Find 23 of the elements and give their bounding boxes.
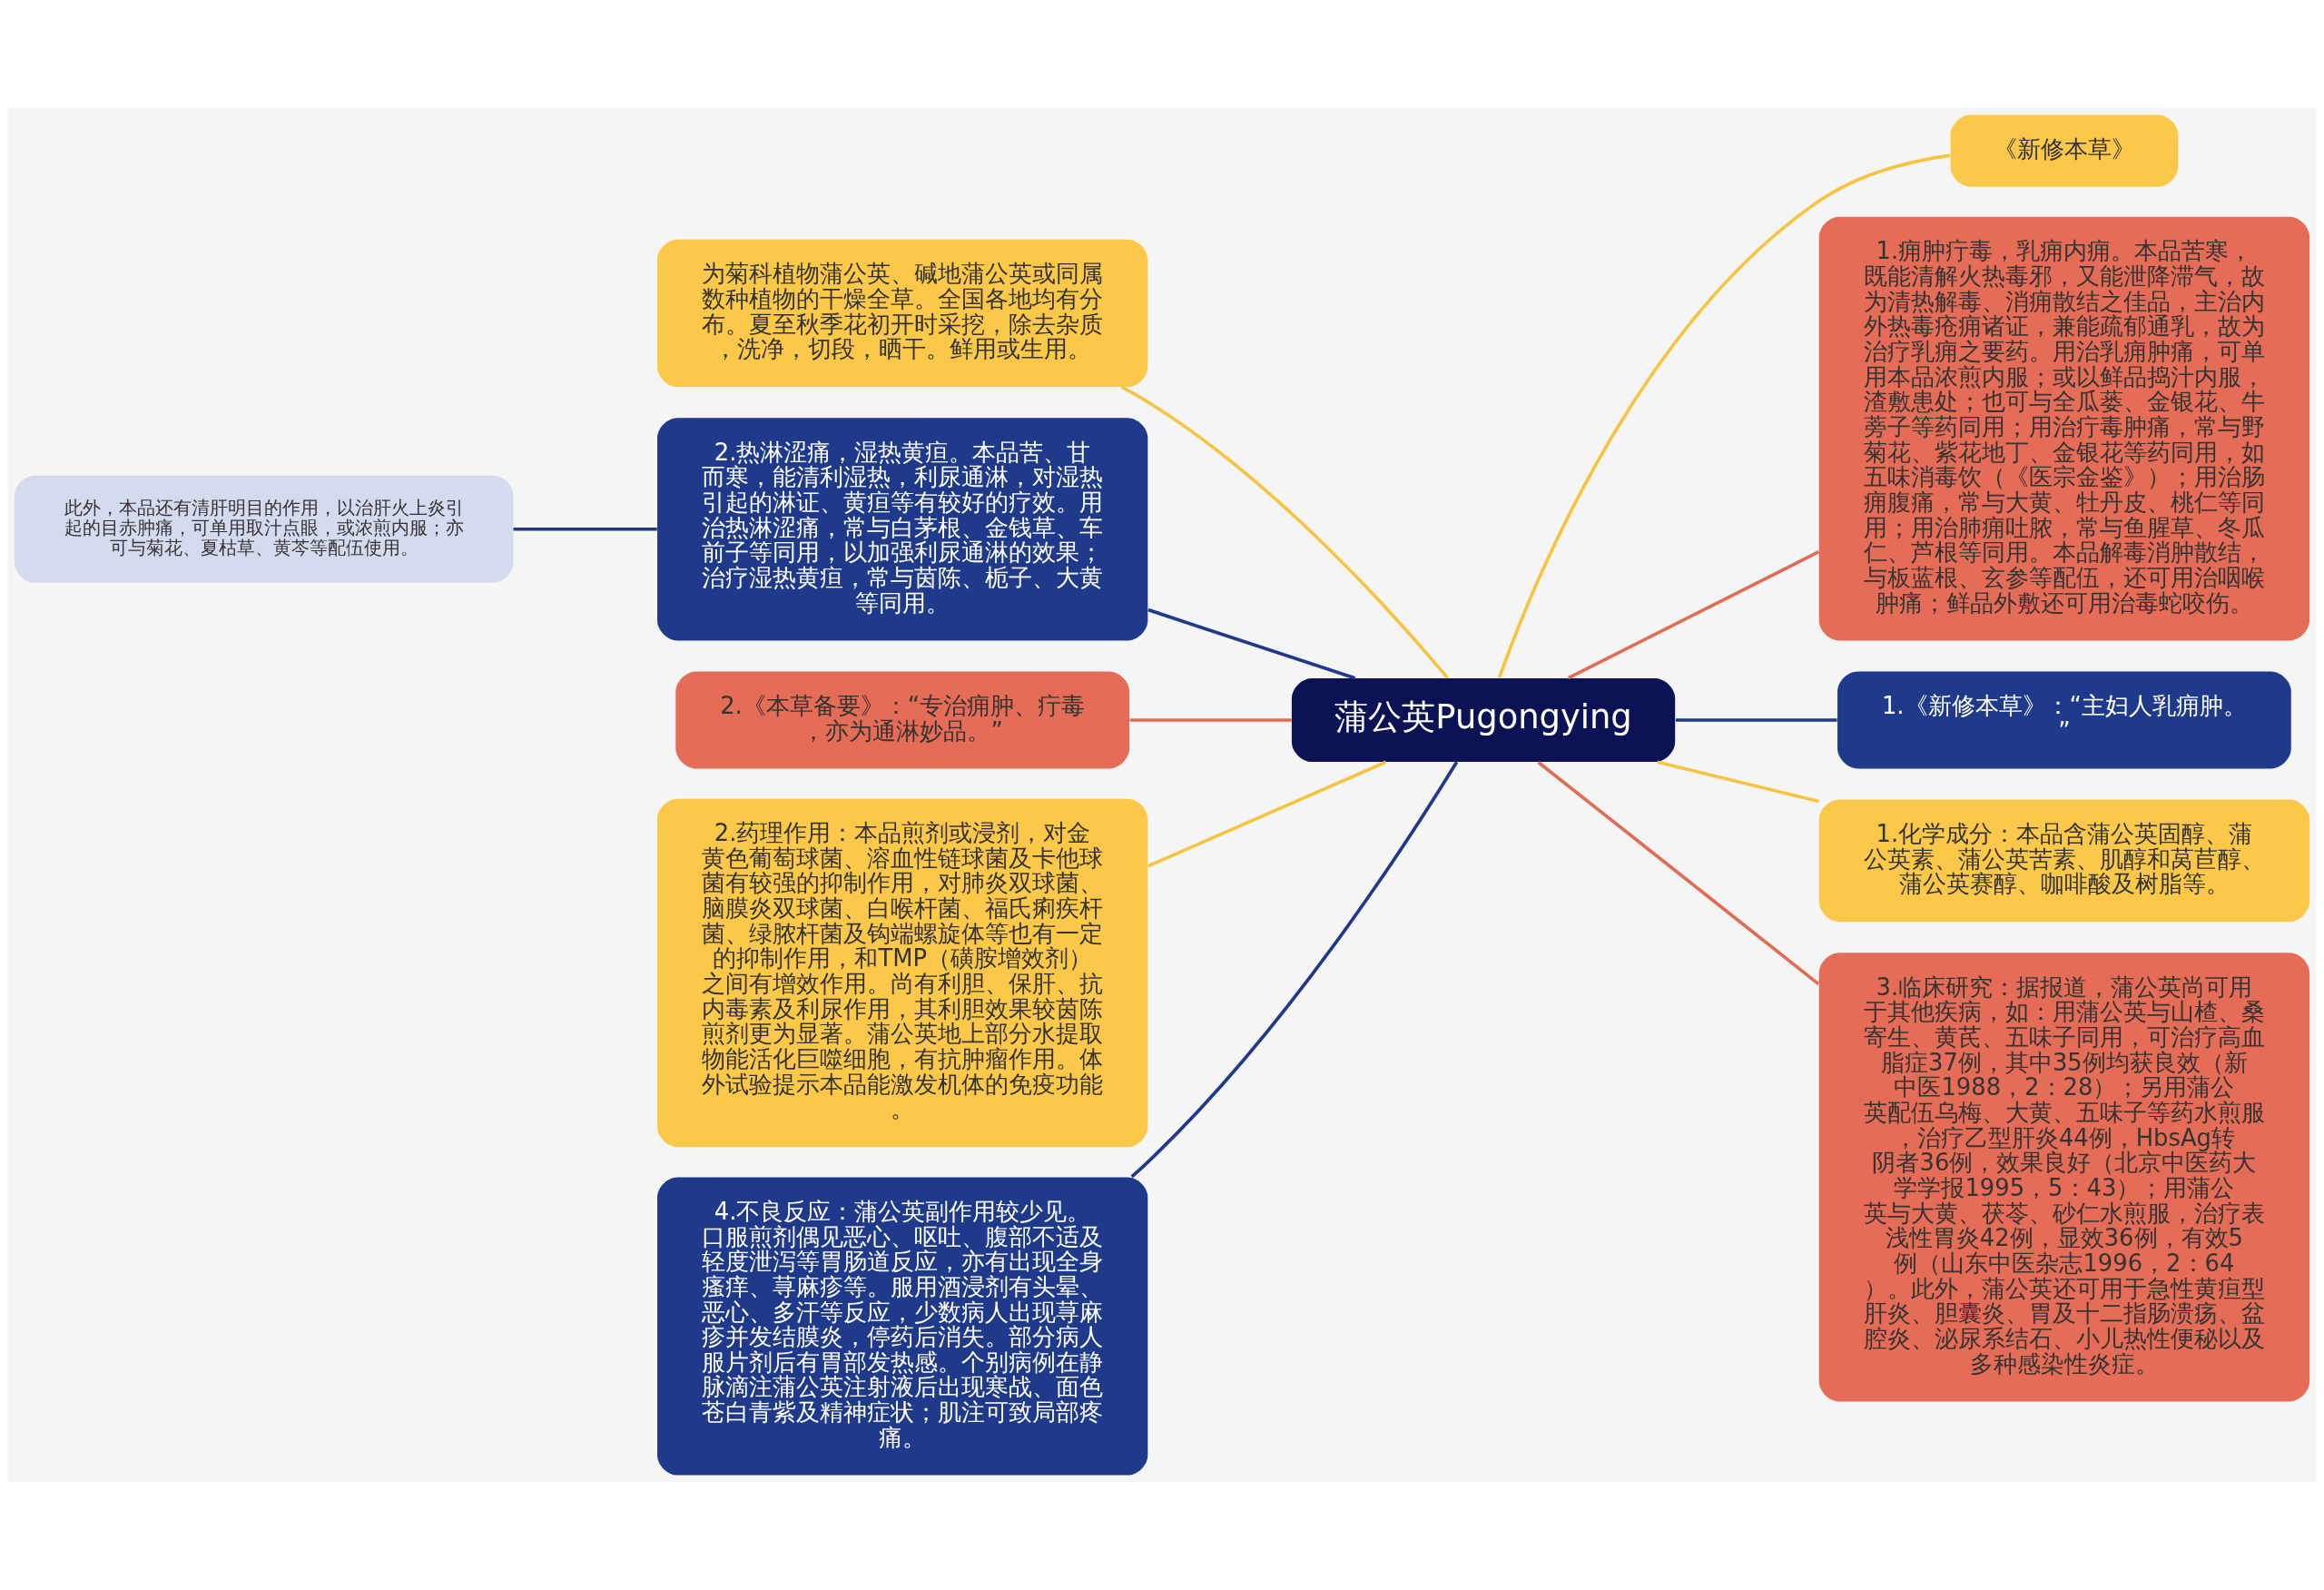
connector xyxy=(1147,760,1387,868)
connector xyxy=(1147,607,1356,680)
node-box: 《新修本草》 xyxy=(1950,114,2179,187)
connector xyxy=(513,527,657,531)
node-box: 2.药理作用：本品煎剂或浸剂，对金黄色葡萄球菌、溶血性链球菌及卡他球菌有较强的抑制作用，对肺炎双球菌、脑膜炎双球菌、白喉杆菌、福氏痢疾杆菌、绿脓杆菌及钩端螺旋体等也有一定的抑制作用，和TMP（磺胺增效剂）之间有增效作用。尚有利胆、保肝、抗内毒素及利尿作用，其利胆效果较茵陈煎剂更为显著。蒲公英地上部分水提取物能活化巨噬细胞，有抗肿瘤作用。体外试验提示本品能激发机体的免疫功能。 xyxy=(657,798,1148,1148)
node-box: 3.临床研究：据报道，蒲公英尚可用于其他疾病，如：用蒲公英与山楂、桑寄生、黄芪、五味子同用，可治疗高血脂症37例，其中35例均获良效（新中医1988，2：28）；另用蒲公英配伍乌梅、大黄、五味子等药水煎服，治疗乙型肝炎44例，HbsAg转阴者36例，效果良好（北京中医药大学学报1995，5：43）；用蒲公英与大黄、茯苓、砂仁水煎服，治疗表浅性胃炎42例，显效36例，有效5例（山东中医杂志1996，2：64）。此外，蒲公英还可用于急性黄疸型肝炎、胆囊炎、胃及十二指肠溃疡、盆腔炎、泌尿系结石、小儿热性便秘以及多种感染性炎症。 xyxy=(1818,953,2310,1402)
connector xyxy=(1497,153,1951,678)
node-box: 蒲公英Pugongying xyxy=(1291,677,1676,763)
node-box: 1.《新修本草》：“主妇人乳痈肿。” xyxy=(1837,671,2291,769)
connector xyxy=(1537,761,1820,986)
connector xyxy=(1130,761,1459,1179)
node-box: 1.痈肿疔毒，乳痈内痈。本品苦寒，既能清解火热毒邪，又能泄降滞气，故为清热解毒、消痈散结之佳品，主治内外热毒疮痈诸证，兼能疏郁通乳，故为治疗乳痈之要药。用治乳痈肿痛，可单用本品浓煎内服；或以鲜品捣汁内服，渣敷患处；也可与全瓜蒌、金银花、牛蒡子等药同用；用治疔毒肿痛，常与野菊花、紫花地丁、金银花等药同用，如五味消毒饮（《医宗金鉴》）；用治肠痈腹痛，常与大黄、牡丹皮、桃仁等同用；用治肺痈吐脓，常与鱼腥草、冬瓜仁、芦根等同用。本品解毒消肿散结，与板蓝根、玄参等配伍，还可用治咽喉肿痛；鲜品外敷还可用治毒蛇咬伤。 xyxy=(1818,216,2310,641)
connector xyxy=(1675,718,1837,722)
node-box: 为菊科植物蒲公英、碱地蒲公英或同属数种植物的干燥全草。全国各地均有分布。夏至秋季花初开时采挖，除去杂质，洗净，切段，晒干。鲜用或生用。 xyxy=(657,239,1148,388)
connector xyxy=(1120,385,1449,679)
connector xyxy=(1129,718,1292,722)
node-box: 4.不良反应：蒲公英副作用较少见。口服煎剂偶见恶心、呕吐、腹部不适及轻度泄泻等胃肠道反应，亦有出现全身瘙痒、荨麻疹等。服用酒浸剂有头晕、恶心、多汗等反应，少数病人出现荨麻疹并发结膜炎，停药后消失。部分病人服片剂后有胃部发热感。个别病例在静脉滴注蒲公英注射液后出现寒战、面色苍白青紫及精神症状；肌注可致局部疼痛。 xyxy=(657,1177,1148,1476)
node-box: 2.热淋涩痛，湿热黄疸。本品苦、甘而寒，能清利湿热，利尿通淋，对湿热引起的淋证、黄疸等有较好的疗效。用治热淋涩痛，常与白茅根、金钱草、车前子等同用，以加强利尿通淋的效果；治疗湿热黄疸，常与茵陈、栀子、大黄等同用。 xyxy=(657,418,1148,641)
node-box: 1.化学成分：本品含蒲公英固醇、蒲公英素、蒲公英苦素、肌醇和莴苣醇、蒲公英赛醇、咖啡酸及树脂等。 xyxy=(1818,799,2310,923)
connector xyxy=(1567,549,1820,680)
node-box: 2.《本草备要》：“专治痈肿、疔毒，亦为通淋妙品。” xyxy=(675,671,1130,769)
connector xyxy=(1657,760,1820,804)
node-box: 此外，本品还有清肝明目的作用，以治肝火上炎引起的目赤肿痛，可单用取汁点眼，或浓煎内服；亦可与菊花、夏枯草、黄芩等配伍使用。 xyxy=(14,475,514,583)
